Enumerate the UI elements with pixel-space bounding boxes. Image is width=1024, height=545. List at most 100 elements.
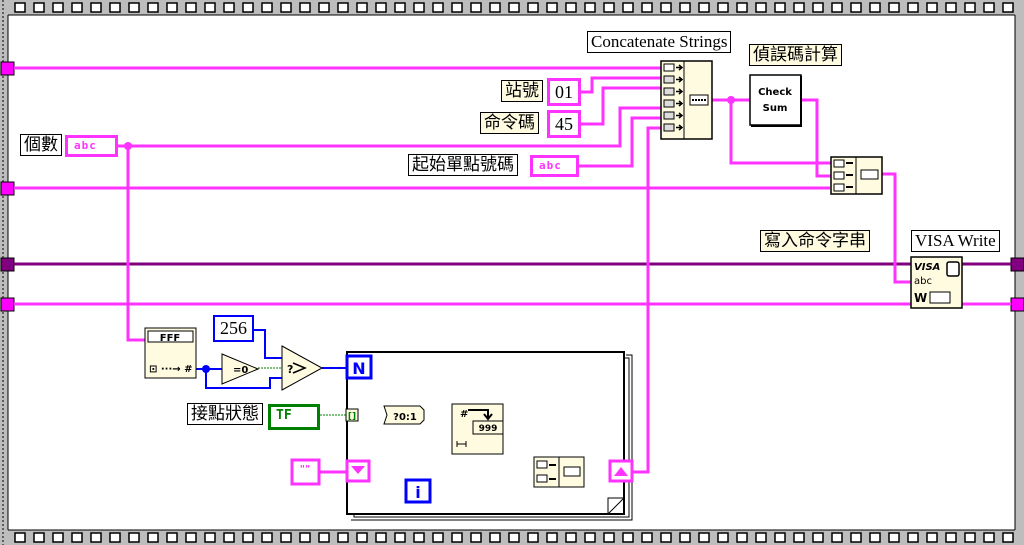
perforation xyxy=(33,2,45,13)
constant-256[interactable] xyxy=(213,315,254,342)
perforation xyxy=(983,532,995,543)
perforation xyxy=(337,532,349,543)
concat-input-terminal[interactable] xyxy=(663,63,675,72)
concatenate-label: Concatenate Strings xyxy=(587,31,732,53)
wire-concat-branch[interactable] xyxy=(729,100,831,165)
start-point-control[interactable]: abc xyxy=(530,155,579,177)
shift-down-icon xyxy=(351,466,365,474)
tunnel-left-1[interactable] xyxy=(0,61,15,76)
perforation xyxy=(318,532,330,543)
perforation xyxy=(166,2,178,13)
arrow-right-icon xyxy=(676,124,684,131)
wire-count-branch[interactable] xyxy=(126,146,145,342)
select-node[interactable] xyxy=(281,345,324,391)
perforation xyxy=(109,532,121,543)
loop-iteration-terminal xyxy=(404,478,432,504)
perforation xyxy=(755,2,767,13)
bool-to-num-node[interactable] xyxy=(383,405,425,425)
checksum-text-2: Sum xyxy=(763,103,788,114)
perforation xyxy=(774,2,786,13)
perforation xyxy=(888,2,900,13)
perforation xyxy=(33,532,45,543)
empty-string-constant[interactable] xyxy=(290,458,321,486)
frame-perforations-bottom xyxy=(14,532,1014,543)
wire-junction-concat xyxy=(727,96,735,104)
perforation xyxy=(622,2,634,13)
tunnel-left-3[interactable] xyxy=(0,297,15,312)
perforation xyxy=(52,2,64,13)
perforation xyxy=(831,532,843,543)
perforation xyxy=(394,532,406,543)
perforation xyxy=(128,2,140,13)
perforation xyxy=(166,532,178,543)
perforation xyxy=(14,532,26,543)
contact-state-label: 接點狀態 xyxy=(187,403,263,425)
command-constant[interactable]: 45 xyxy=(547,110,581,138)
perforation xyxy=(128,532,140,543)
visa-write-label: VISA Write xyxy=(911,230,1000,252)
perforation xyxy=(413,2,425,13)
perforation xyxy=(508,2,520,13)
clock-icon xyxy=(946,261,960,277)
station-label: 站號 xyxy=(501,80,543,102)
equal-zero-text: =0 xyxy=(233,365,248,376)
wire-count[interactable] xyxy=(118,106,661,148)
format-width-icon xyxy=(456,441,467,447)
visa-text: VISA xyxy=(914,262,940,273)
perforation xyxy=(508,532,520,543)
contact-state-control[interactable]: TF xyxy=(268,404,320,430)
perforation xyxy=(223,2,235,13)
loop-count-terminal[interactable] xyxy=(345,354,373,380)
concat-input-terminal[interactable] xyxy=(663,111,675,120)
concat-input-terminal[interactable] xyxy=(663,75,675,84)
perforation xyxy=(432,2,444,13)
wire-loop-out[interactable] xyxy=(630,126,661,474)
concat-input-terminal[interactable] xyxy=(663,123,675,132)
perforation xyxy=(850,532,862,543)
perforation xyxy=(1002,2,1014,13)
perforation xyxy=(1002,532,1014,543)
station-constant[interactable]: 01 xyxy=(547,78,581,106)
count-control[interactable]: abc xyxy=(65,135,118,157)
perforation xyxy=(945,2,957,13)
wire-start-point[interactable] xyxy=(578,116,661,168)
wire-checksum-out[interactable] xyxy=(801,98,831,178)
perforation xyxy=(660,2,672,13)
tunnel-right-error[interactable] xyxy=(1010,297,1024,312)
perforation xyxy=(926,2,938,13)
wire-station[interactable] xyxy=(578,76,661,94)
concat-input-terminals xyxy=(663,63,684,132)
perforation xyxy=(546,532,558,543)
format-display: 999 xyxy=(479,424,498,434)
perforation xyxy=(698,2,710,13)
string-control-icon: abc xyxy=(539,159,562,172)
wire-num-2[interactable] xyxy=(205,369,282,389)
frame-perforations-top xyxy=(14,2,1014,13)
wire-command[interactable] xyxy=(578,86,661,126)
perforation xyxy=(622,532,634,543)
checksum-caption: 偵誤碼計算 xyxy=(749,44,842,66)
tunnel-right-visa[interactable] xyxy=(1010,257,1024,272)
checksum-subvi[interactable] xyxy=(749,74,802,126)
checksum-text-1: Check xyxy=(758,87,792,98)
tunnel-left-visa[interactable] xyxy=(0,257,15,272)
perforation xyxy=(242,532,254,543)
perforation xyxy=(470,2,482,13)
perforation xyxy=(888,532,900,543)
tunnel-left-2[interactable] xyxy=(0,181,15,196)
perforation xyxy=(527,532,539,543)
arrow-right-icon xyxy=(676,88,684,95)
wire-256[interactable] xyxy=(253,329,282,359)
perforation xyxy=(318,2,330,13)
write-command-caption: 寫入命令字串 xyxy=(760,230,870,252)
equal-zero-node[interactable] xyxy=(221,353,260,385)
loop-index-tunnel[interactable] xyxy=(345,408,359,422)
perforation xyxy=(565,2,577,13)
perforation xyxy=(185,532,197,543)
select-icon: ? xyxy=(287,363,293,376)
concat-input-terminal[interactable] xyxy=(663,99,675,108)
concat-input-terminal[interactable] xyxy=(663,87,675,96)
perforation xyxy=(299,532,311,543)
wire-concat2-out[interactable] xyxy=(882,172,911,284)
perforation xyxy=(90,2,102,13)
